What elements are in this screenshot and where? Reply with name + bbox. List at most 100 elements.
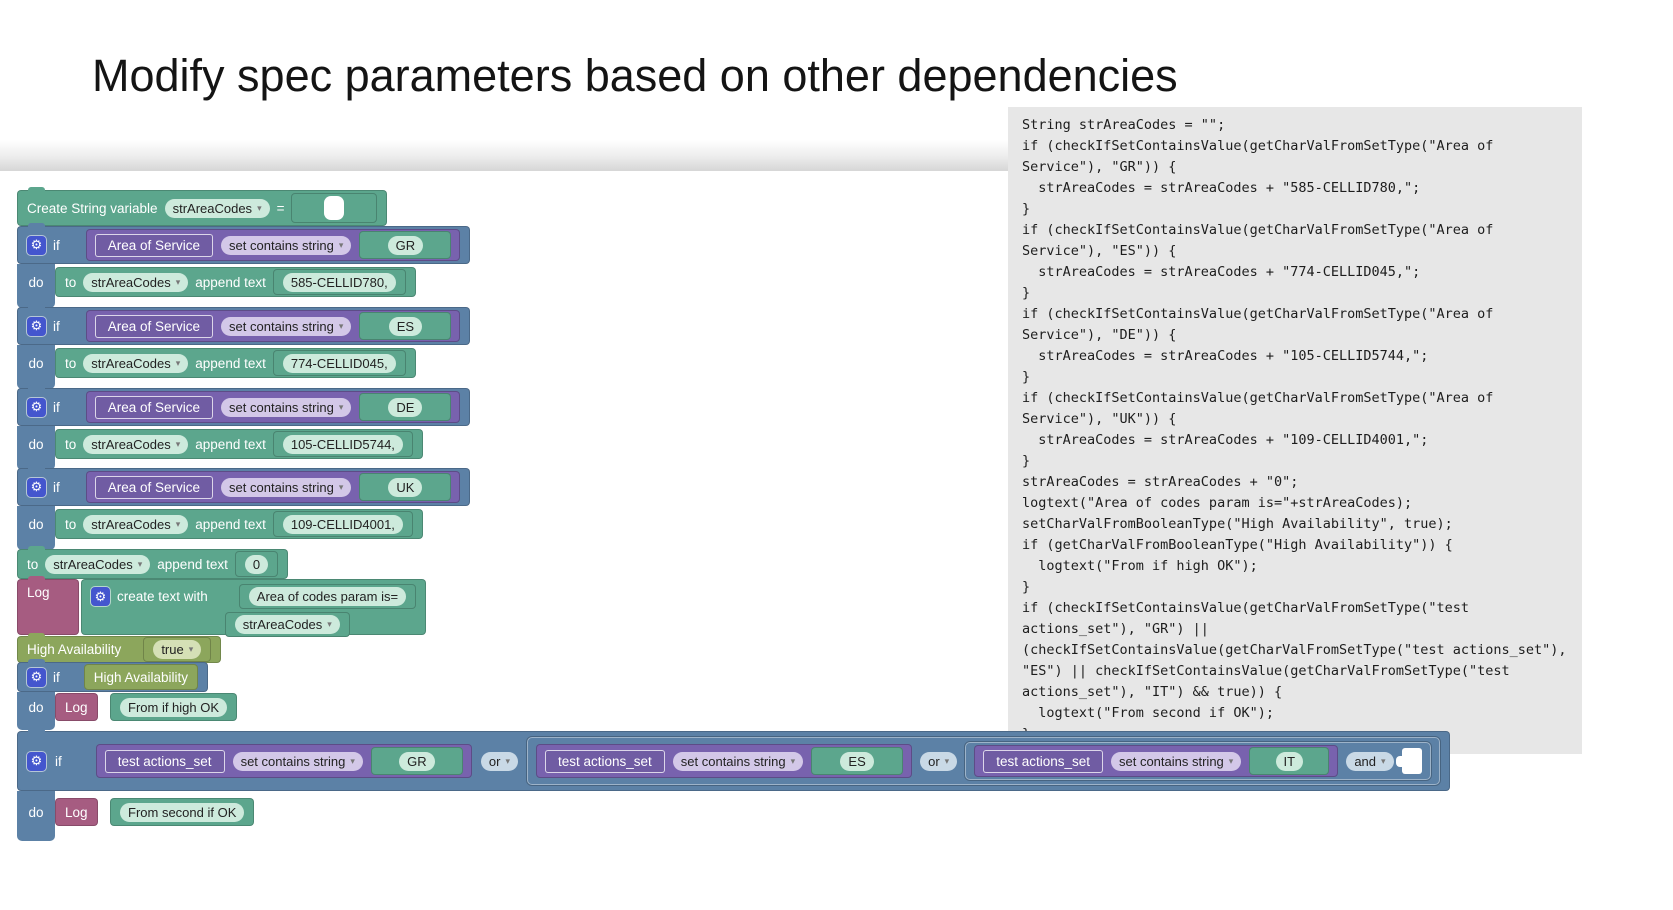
operator-dropdown[interactable]: set contains string▾ [221, 235, 352, 255]
append-statement-2[interactable]: to strAreaCodes▾ append text 774-CELLID0… [55, 348, 416, 378]
string-value-block[interactable]: GR [359, 231, 452, 259]
condition-block-gr[interactable]: test actions_set set contains string▾ GR [95, 744, 472, 778]
variable-dropdown[interactable]: strAreaCodes▾ [45, 554, 151, 574]
string-value-block[interactable]: IT [1249, 747, 1330, 775]
string-value-block[interactable]: ES [811, 747, 904, 775]
gear-icon[interactable]: ⚙ [91, 587, 110, 606]
empty-text-value-block[interactable] [291, 193, 378, 223]
text-value-field[interactable]: 0 [244, 554, 269, 574]
nested-logic-block[interactable]: test actions_set set contains string▾ ES… [525, 736, 1441, 786]
variable-dropdown[interactable]: strAreaCodes▾ [83, 514, 189, 534]
if-block-3[interactable]: ⚙ if Area of Service set contains string… [17, 385, 471, 426]
operator-dropdown[interactable]: set contains string▾ [221, 477, 352, 497]
string-value-block[interactable]: GR [370, 747, 463, 775]
if-block-2[interactable]: ⚙ if Area of Service set contains string… [17, 304, 471, 345]
logic-joiner-dropdown[interactable]: and▾ [1346, 751, 1394, 771]
create-string-variable-block[interactable]: Create String variable strAreaCodes▾ = [17, 187, 388, 226]
param-block[interactable]: test actions_set [104, 749, 225, 773]
text-arg-block[interactable]: Area of codes param is= [238, 584, 417, 609]
empty-socket-icon[interactable] [1395, 748, 1422, 774]
equals-label: = [276, 200, 285, 216]
boolean-value-block[interactable]: true▾ [143, 637, 212, 662]
log-label: Log [65, 804, 88, 820]
gear-icon[interactable]: ⚙ [27, 316, 46, 336]
boolean-param-block[interactable]: High Availability [83, 664, 199, 690]
string-value-block[interactable]: ES [359, 312, 452, 340]
text-value-block[interactable]: 585-CELLID780, [272, 269, 406, 295]
variable-dropdown[interactable]: strAreaCodes▾ [164, 198, 270, 218]
operator-dropdown[interactable]: set contains string▾ [221, 316, 352, 336]
log-block[interactable]: Log [55, 693, 98, 721]
gear-icon[interactable]: ⚙ [27, 667, 46, 687]
text-value-block[interactable]: 105-CELLID5744, [272, 431, 413, 457]
param-block[interactable]: test actions_set [544, 749, 665, 773]
variable-dropdown[interactable]: strAreaCodes▾ [234, 615, 340, 634]
chevron-down-icon: ▾ [257, 202, 262, 213]
condition-block-1[interactable]: Area of Service set contains string▾ GR [85, 229, 461, 261]
text-value-field[interactable]: 774-CELLID045, [282, 353, 396, 373]
variable-dropdown[interactable]: strAreaCodes▾ [83, 272, 189, 292]
param-block[interactable]: test actions_set [983, 749, 1103, 773]
log-text-field[interactable]: From second if OK [120, 802, 245, 822]
append-statement-4[interactable]: to strAreaCodes▾ append text 109-CELLID4… [55, 509, 423, 539]
condition-block-it[interactable]: test actions_set set contains string▾ IT [974, 745, 1339, 777]
set-boolean-param-block[interactable]: High Availability true▾ [17, 633, 222, 663]
operator-dropdown[interactable]: set contains string▾ [1111, 751, 1242, 771]
operator-dropdown[interactable]: set contains string▾ [232, 751, 363, 771]
text-value-block[interactable]: 109-CELLID4001, [272, 511, 413, 537]
param-block[interactable]: Area of Service [94, 395, 214, 419]
create-text-with-block[interactable]: ⚙ create text with Area of codes param i… [81, 579, 427, 637]
string-value-block[interactable]: UK [359, 473, 452, 501]
logic-joiner-dropdown[interactable]: or▾ [480, 751, 518, 771]
second-if-block[interactable]: ⚙ if test actions_set set contains strin… [17, 728, 1450, 791]
append-statement-1[interactable]: to strAreaCodes▾ append text 585-CELLID7… [55, 267, 416, 297]
string-value-field[interactable]: GR [399, 751, 435, 771]
condition-block-2[interactable]: Area of Service set contains string▾ ES [85, 310, 461, 342]
if-block-1[interactable]: ⚙ if Area of Service set contains string… [17, 223, 471, 264]
string-value-block[interactable]: DE [359, 393, 452, 421]
condition-block-4[interactable]: Area of Service set contains string▾ UK [85, 471, 461, 503]
gear-icon[interactable]: ⚙ [27, 397, 46, 417]
text-arg-field[interactable]: Area of codes param is= [248, 587, 407, 606]
string-value-field[interactable]: ES [840, 751, 874, 771]
operator-dropdown[interactable]: set contains string▾ [672, 751, 804, 771]
log-text-value-block[interactable]: From if high OK [110, 693, 238, 721]
condition-block-3[interactable]: Area of Service set contains string▾ DE [85, 391, 461, 423]
log-block[interactable]: Log [55, 798, 98, 826]
text-value-block[interactable]: 0 [234, 551, 279, 577]
condition-block-es[interactable]: test actions_set set contains string▾ ES [535, 744, 913, 778]
if-block-4[interactable]: ⚙ if Area of Service set contains string… [17, 465, 471, 506]
variable-dropdown[interactable]: strAreaCodes▾ [83, 353, 189, 373]
variable-dropdown[interactable]: strAreaCodes▾ [83, 434, 189, 454]
logic-joiner-dropdown[interactable]: or▾ [920, 751, 958, 771]
log-text-value-block[interactable]: From second if OK [110, 798, 255, 826]
string-value-field[interactable]: DE [388, 397, 423, 417]
empty-text-field[interactable] [324, 196, 345, 220]
text-value-field[interactable]: 105-CELLID5744, [282, 434, 403, 454]
log-text-field[interactable]: From if high OK [120, 697, 228, 717]
param-block[interactable]: Area of Service [94, 233, 214, 257]
boolean-dropdown[interactable]: true▾ [153, 640, 202, 659]
string-value-field[interactable]: IT [1275, 751, 1304, 771]
chevron-down-icon: ▾ [338, 320, 344, 331]
string-value-field[interactable]: UK [388, 477, 423, 497]
gear-icon[interactable]: ⚙ [27, 235, 46, 255]
if-do-spine: do [17, 345, 55, 381]
operator-dropdown[interactable]: set contains string▾ [221, 397, 352, 417]
append-zero-statement[interactable]: to strAreaCodes▾ append text 0 [17, 546, 289, 579]
string-value-field[interactable]: ES [388, 316, 423, 336]
param-block[interactable]: Area of Service [94, 475, 214, 499]
gear-icon[interactable]: ⚙ [27, 477, 46, 497]
string-value-field[interactable]: GR [387, 235, 424, 255]
if-label: if [53, 318, 60, 334]
text-value-block[interactable]: 774-CELLID045, [272, 350, 406, 376]
gear-icon[interactable]: ⚙ [27, 751, 46, 771]
text-value-field[interactable]: 585-CELLID780, [282, 272, 396, 292]
variable-arg-block[interactable]: strAreaCodes▾ [224, 612, 350, 637]
text-value-field[interactable]: 109-CELLID4001, [282, 514, 403, 534]
param-block[interactable]: Area of Service [94, 314, 214, 338]
append-statement-3[interactable]: to strAreaCodes▾ append text 105-CELLID5… [55, 429, 423, 459]
nested-logic-block[interactable]: test actions_set set contains string▾ IT… [964, 741, 1432, 781]
if-high-availability-block[interactable]: ⚙ if High Availability [17, 659, 209, 692]
log-block[interactable]: Log [17, 576, 79, 635]
